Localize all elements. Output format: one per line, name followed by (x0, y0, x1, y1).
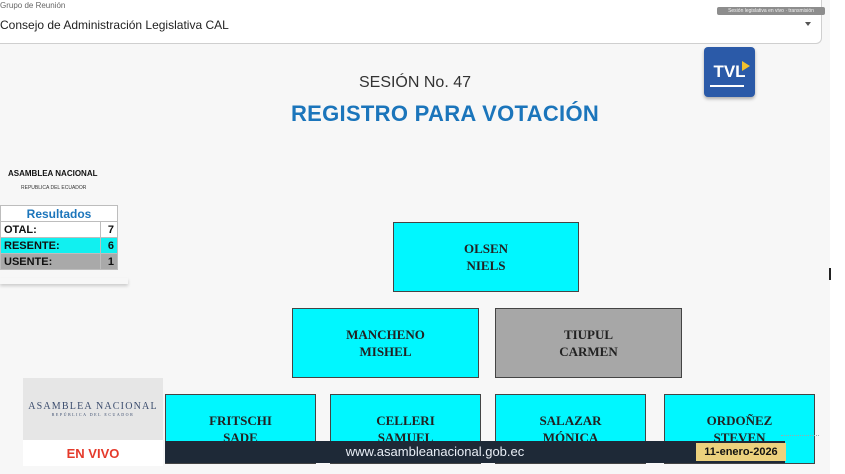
member-name: MISHEL (359, 344, 412, 359)
page-title: REGISTRO PARA VOTACIÓN (290, 101, 600, 126)
broadcast-logo-subtitle: REPÚBLICA DEL ECUADOR (51, 412, 135, 417)
member-name: NIELS (466, 258, 506, 273)
results-row-absent: USENTE: 1 (0, 253, 118, 270)
member-surname: FRITSCHI (209, 413, 272, 428)
logo-underline (710, 85, 744, 87)
member-surname: OLSEN (463, 241, 509, 256)
website-url: www.asambleanacional.gob.ec (345, 444, 525, 459)
results-value: 7 (100, 221, 118, 238)
member-card: OLSEN NIELS (393, 222, 579, 292)
results-label: USENTE: (0, 253, 101, 270)
session-number: SESIÓN No. 47 (358, 74, 472, 91)
assembly-subtitle: REPUBLICA DEL ECUADOR (21, 185, 87, 191)
assembly-name: ASAMBLEA NACIONAL (8, 169, 98, 178)
results-label: OTAL: (0, 221, 101, 238)
results-shadow (0, 278, 128, 284)
meeting-group-select[interactable]: Grupo de Reunión Consejo de Administraci… (0, 0, 822, 44)
results-heading: Resultados (0, 205, 118, 222)
live-indicator: EN VIVO (23, 440, 163, 466)
broadcast-badge: Sesión legislativa en vivo · transmisión (717, 7, 825, 15)
results-row-present: RESENTE: 6 (0, 237, 118, 254)
dotted-divider (781, 435, 819, 436)
results-value: 6 (100, 237, 118, 254)
member-surname: ORDOÑEZ (706, 413, 773, 428)
edge-marker (829, 268, 831, 280)
member-surname: CELLERI (376, 413, 435, 428)
tvl-logo-text: TVL (713, 62, 746, 81)
broadcast-ticker: www.asambleanacional.gob.ec (165, 441, 785, 463)
play-icon (742, 61, 750, 71)
member-surname: SALAZAR (539, 413, 602, 428)
meeting-group-label: Grupo de Reunión (0, 1, 66, 10)
results-label: RESENTE: (0, 237, 101, 254)
chevron-down-icon[interactable] (805, 22, 811, 26)
member-surname: TIUPUL (563, 327, 614, 342)
right-margin (830, 0, 845, 474)
broadcast-logo-name: ASAMBLEA NACIONAL (28, 401, 158, 412)
member-card: TIUPUL CARMEN (495, 308, 682, 378)
member-name: CARMEN (559, 344, 618, 359)
results-table: Resultados OTAL: 7 RESENTE: 6 USENTE: 1 (0, 205, 118, 270)
assembly-broadcast-logo: ASAMBLEA NACIONAL REPÚBLICA DEL ECUADOR (23, 378, 163, 440)
results-row-total: OTAL: 7 (0, 221, 118, 238)
member-card: MANCHENO MISHEL (292, 308, 479, 378)
tvl-logo: TVL (704, 47, 755, 97)
meeting-group-value: Consejo de Administración Legislativa CA… (0, 18, 229, 32)
broadcast-date: 11-enero-2026 (696, 443, 786, 461)
member-surname: MANCHENO (346, 327, 425, 342)
results-value: 1 (100, 253, 118, 270)
